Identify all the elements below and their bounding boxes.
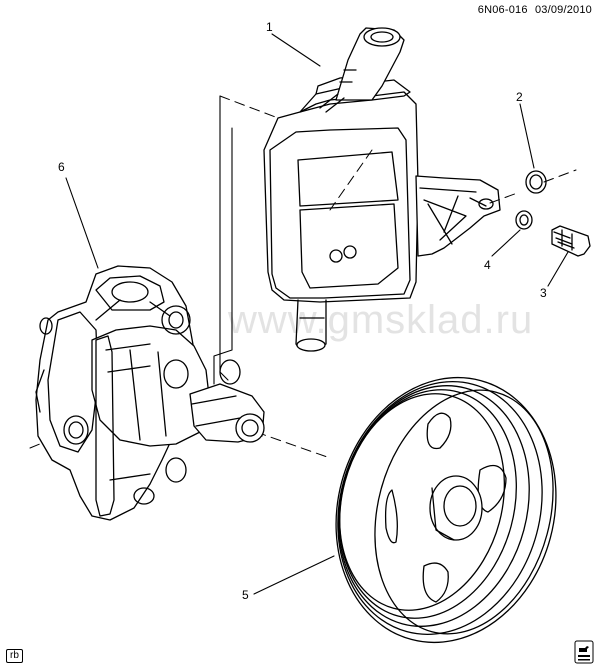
bolt: [551, 225, 591, 257]
corner-label: rb: [6, 649, 23, 663]
callout-2: 2: [516, 90, 523, 104]
callout-3: 3: [540, 286, 547, 300]
diagram-header: 6N06-016 03/09/2010: [474, 4, 592, 16]
callout-leaders: [65, 33, 569, 595]
reservoir: [263, 27, 501, 352]
callout-6: 6: [58, 160, 65, 174]
power-steering-pump: [35, 265, 265, 521]
o-ring: [525, 170, 547, 194]
oil-can-icon: [574, 640, 594, 664]
diagram-code: 6N06-016: [477, 4, 528, 16]
callout-1: 1: [266, 20, 273, 34]
diagram-date: 03/09/2010: [534, 4, 592, 16]
pulley: [335, 376, 557, 644]
washer: [515, 210, 533, 230]
callout-5: 5: [242, 588, 249, 602]
watermark: www.gmsklad.ru: [228, 298, 534, 342]
callout-4: 4: [484, 258, 491, 272]
